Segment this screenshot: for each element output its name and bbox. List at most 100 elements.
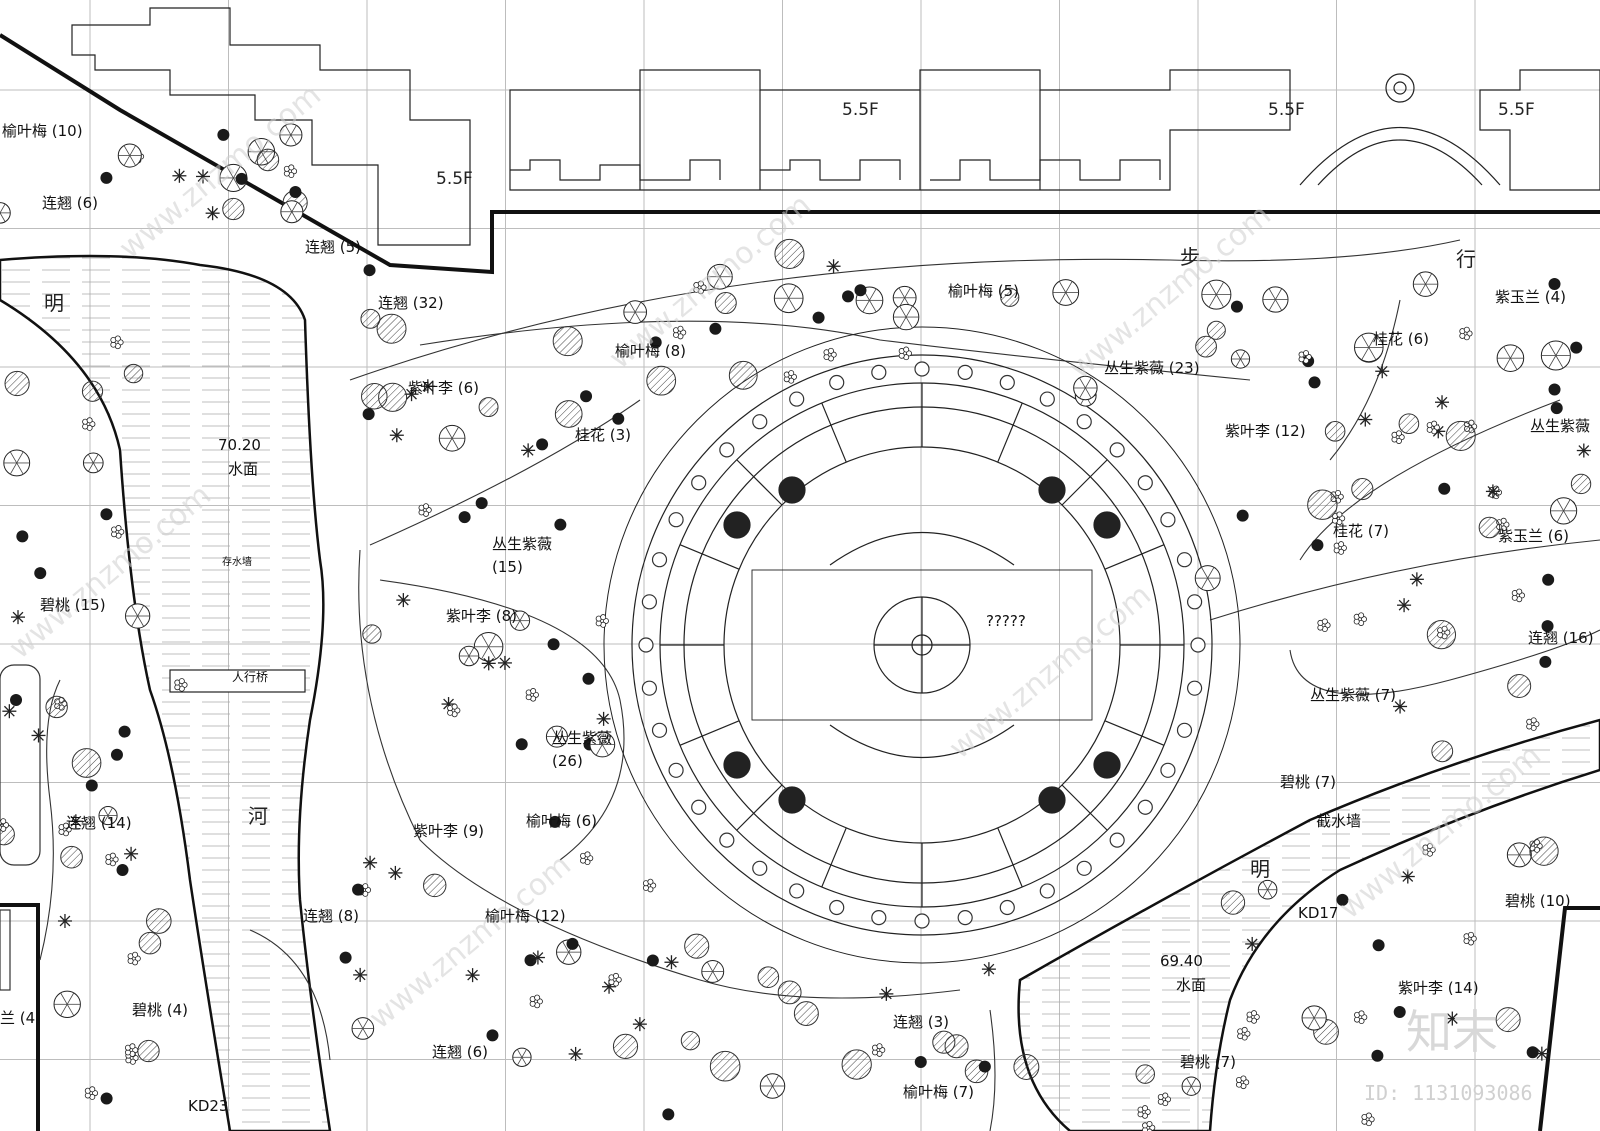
tree-hatched bbox=[423, 873, 447, 898]
shrub-dark bbox=[1548, 383, 1561, 396]
shrub-spiky bbox=[596, 711, 611, 726]
shrub-flower bbox=[525, 688, 539, 702]
shrub-dark bbox=[580, 390, 593, 403]
shrub-flower bbox=[1235, 1075, 1250, 1090]
tree-canopy bbox=[0, 202, 11, 224]
label-yuyemei-5: 榆叶梅 (5) bbox=[948, 282, 1019, 300]
shrub-flower bbox=[283, 164, 298, 179]
tree-canopy bbox=[3, 449, 31, 477]
plaza-ring-planting bbox=[719, 442, 735, 458]
tree-canopy bbox=[473, 631, 504, 662]
tree-hatched bbox=[137, 1039, 160, 1063]
tree-canopy bbox=[1181, 1076, 1201, 1096]
shrub-spiky bbox=[389, 428, 404, 443]
shrub-spiky bbox=[172, 168, 187, 183]
shrub-spiky bbox=[1397, 598, 1412, 613]
tree-hatched bbox=[757, 966, 780, 988]
tree-hatched bbox=[1351, 477, 1374, 501]
plaza-ring-planting bbox=[638, 637, 654, 653]
label-lianqiao-32: 连翘 (32) bbox=[378, 294, 444, 312]
plaza-spoke bbox=[1061, 784, 1108, 831]
plaza-ring-planting bbox=[914, 361, 930, 377]
label-ziyulan-6: 紫玉兰 (6) bbox=[1498, 527, 1569, 545]
label-bitao-4: 碧桃 (4) bbox=[132, 1001, 188, 1019]
shrub-dark bbox=[709, 322, 722, 335]
label-yuyemei-10: 榆叶梅 (10) bbox=[2, 122, 83, 140]
shrub-flower bbox=[642, 878, 657, 893]
shrub-dark bbox=[1308, 376, 1321, 389]
tree-hatched bbox=[123, 363, 144, 384]
tree-canopy bbox=[1496, 344, 1525, 372]
label-lianqiao-6a: 连翘 (6) bbox=[42, 194, 98, 212]
shrub-spiky bbox=[68, 814, 83, 829]
label-zuwei-23: 丛生紫薇 (23) bbox=[1104, 359, 1200, 377]
shrub-dark bbox=[85, 779, 98, 792]
label-yuyemei-12: 榆叶梅 (12) bbox=[485, 907, 566, 925]
walkways bbox=[39, 239, 1600, 1131]
shrub-dark bbox=[1372, 939, 1385, 952]
plaza-ring-planting bbox=[789, 883, 805, 899]
plaza-spoke bbox=[1104, 720, 1165, 746]
shrub-spiky bbox=[879, 986, 894, 1001]
shrub-spiky bbox=[1485, 484, 1500, 499]
shrub-dark bbox=[582, 672, 595, 685]
plaza-ring-planting bbox=[752, 860, 768, 876]
property-boundary bbox=[0, 33, 1600, 275]
tree-canopy bbox=[82, 452, 104, 474]
shrub-dark bbox=[812, 311, 825, 324]
shrub-dark bbox=[1541, 620, 1554, 633]
tree-hatched bbox=[60, 845, 83, 869]
shrub-dark bbox=[118, 725, 131, 738]
shrub-flower bbox=[447, 703, 461, 718]
tree-hatched bbox=[1135, 1064, 1155, 1084]
shrub-dark bbox=[536, 438, 549, 451]
shrub-flower bbox=[529, 994, 543, 1009]
tree-hatched bbox=[81, 380, 104, 402]
shrub-dark bbox=[1230, 300, 1243, 313]
shrub-spiky bbox=[1576, 443, 1591, 458]
label-lianqiao-6b: 连翘 (6) bbox=[432, 1043, 488, 1061]
plaza-feature-tree bbox=[1093, 511, 1121, 539]
shrub-flower bbox=[1246, 1010, 1260, 1024]
label-guihua-7: 桂花 (7) bbox=[1333, 522, 1389, 540]
tree-hatched bbox=[1307, 489, 1338, 520]
shrub-dark bbox=[339, 951, 352, 964]
plaza-ring-planting bbox=[1039, 391, 1055, 407]
tree-hatched bbox=[45, 695, 68, 719]
shrub-spiky bbox=[363, 855, 378, 870]
plaza-ring-planting bbox=[957, 364, 973, 380]
plaza-ring-planting bbox=[752, 414, 768, 430]
label-lianqiao-14: 连翘 (14) bbox=[66, 814, 132, 832]
tree-canopy bbox=[1506, 842, 1532, 868]
plaza-ring-planting bbox=[641, 594, 657, 610]
shrub-dark bbox=[1393, 1006, 1406, 1019]
shrub-flower bbox=[1463, 931, 1477, 946]
plaza-ring-planting bbox=[1109, 832, 1125, 848]
left-building bbox=[0, 664, 41, 866]
shrub-flower bbox=[1298, 350, 1312, 364]
shrub-flower bbox=[823, 347, 837, 362]
label-yuyemei-6: 榆叶梅 (6) bbox=[526, 812, 597, 830]
shrub-dark bbox=[289, 185, 302, 198]
plaza-feature-tree bbox=[1093, 751, 1121, 779]
tree-hatched bbox=[1570, 473, 1592, 495]
shrub-spiky bbox=[481, 656, 496, 671]
tree-canopy bbox=[125, 603, 151, 629]
tree-hatched bbox=[793, 1001, 819, 1027]
label-lianqiao-8: 连翘 (8) bbox=[303, 907, 359, 925]
tree-hatched bbox=[777, 980, 802, 1005]
tree-hatched bbox=[222, 197, 245, 221]
shrub-spiky bbox=[664, 955, 679, 970]
label-water-wall: 存水墙 bbox=[222, 555, 252, 568]
tree-canopy bbox=[1257, 879, 1278, 900]
shrub-spiky bbox=[57, 913, 72, 928]
tree-hatched bbox=[554, 400, 583, 428]
plaza-ring-planting bbox=[651, 552, 668, 568]
label-bitao-15: 碧桃 (15) bbox=[40, 596, 106, 614]
plaza-spoke bbox=[821, 827, 847, 888]
plaza-ring-planting bbox=[1176, 722, 1193, 738]
tree-hatched bbox=[680, 1031, 701, 1051]
tree-canopy bbox=[509, 610, 531, 631]
tree-canopy bbox=[438, 424, 466, 452]
